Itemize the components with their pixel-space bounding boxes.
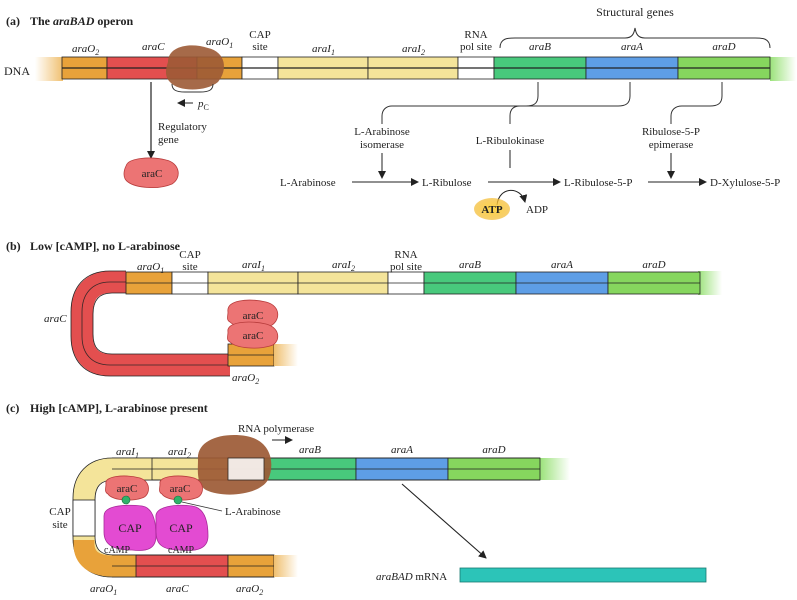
connector-araD [670,82,723,124]
label-araO2: araO2 [72,43,99,57]
dna-strand-c [112,457,541,578]
connector-araA [509,82,631,124]
mrna-bar [459,567,707,583]
promoter-label: pC [197,98,209,112]
mrna-label: araBAD mRNA [376,571,447,583]
protein-cap-c-2 [155,504,209,551]
metabolite-ribulose-5-p: L-Ribulose-5-P [564,177,632,189]
protein-arac-c-1 [105,475,149,501]
arabinose-dot-1 [121,495,131,505]
cap-c-2-label: CAP [169,521,193,535]
rna-polymerase-blob-a [166,45,224,90]
panel-c-title: High [cAMP], L-arabinose present [30,401,208,415]
c-label-araA: araA [391,444,413,456]
label-araI2: araI2 [402,43,425,57]
mrna-arrow [401,483,487,559]
adp-label: ADP [526,204,548,216]
c-label-araI2: araI2 [168,446,191,460]
connector-araB [381,82,539,124]
protein-arac-c-1-label: araC [117,483,138,495]
dna-label: DNA [4,64,30,78]
b-label-araB: araB [459,259,481,271]
panel-c-letter: (c) [6,401,19,415]
panel-c: (c) High [cAMP], L-arabinose present [6,401,707,597]
b-label-araA: araA [551,259,573,271]
arabinose-label: L-Arabinose [225,506,281,518]
cap-c-1-label: CAP [118,521,142,535]
protein-arac-a-label: araC [142,168,163,180]
protein-arac-c-2-label: araC [170,483,191,495]
dna-fade-right-b [698,271,722,295]
rna-polymerase-label: RNA polymerase [238,423,314,435]
c-label-araB: araB [299,444,321,456]
camp-2-label: cAMP [168,545,195,556]
dna-fade-right [770,57,796,81]
camp-1-label: cAMP [104,545,131,556]
label-araI1: araI1 [312,43,335,57]
structural-genes-label: Structural genes [596,5,674,19]
b-label-araC: araC [44,313,67,325]
label-araO1: araO1 [206,36,233,50]
label-araB: araB [529,41,551,53]
dna-fade-right-c-lower [274,555,298,577]
b-label-araD: araD [642,259,665,271]
b-label-araI1: araI1 [242,259,265,273]
b-label-araO1: araO1 [137,261,164,275]
label-araD: araD [712,41,735,53]
metabolite-arabinose: L-Arabinose [280,177,336,189]
b-label-araO2: araO2 [232,372,259,386]
b-label-araI2: araI2 [332,259,355,273]
label-araA: araA [621,41,643,53]
protein-arac-b-bottom-label: araC [243,330,264,342]
c-segment-cap-site [72,499,96,537]
c-label-araD: araD [482,444,505,456]
atp-label: ATP [481,204,502,216]
c-label-araI1: araI1 [116,446,139,460]
atp-blob [474,198,510,220]
protein-arac-b-bottom [227,321,279,349]
dna-fade-left [35,57,63,81]
c-segment-araO1-curve [73,540,136,577]
panel-b-letter: (b) [6,239,21,253]
dna-fade-right-b-lower [274,344,298,366]
enzyme-kinase: L-Ribulokinase [476,135,545,147]
panel-a-title: The araBAD operon [30,14,133,28]
metabolite-ribulose: L-Ribulose [422,177,472,189]
structural-genes-brace [499,27,771,49]
label-araC: araC [142,41,165,53]
c-label-araO2: araO2 [236,583,263,597]
dna-strand-b [125,271,701,367]
panel-b-title: Low [cAMP], no L-arabinose [30,239,181,253]
metabolite-xylulose-5-p: D-Xylulose-5-P [710,177,780,189]
protein-arac-c-2 [159,475,203,501]
dna-fade-right-c [540,458,570,480]
protein-arac-b-top-label: araC [243,310,264,322]
protein-arac-a [123,157,179,188]
arabinose-pointer [181,501,223,512]
panel-b: (b) Low [cAMP], no L-arabinose araC araC [6,239,722,386]
c-label-araO1: araO1 [90,583,117,597]
arabinose-dot-2 [173,495,183,505]
panel-a-letter: (a) [6,14,20,28]
panel-a: (a) The araBAD operon DNA araO2 araC ara… [4,5,796,220]
c-label-araC: araC [166,583,189,595]
promoter-bracket [171,83,214,93]
